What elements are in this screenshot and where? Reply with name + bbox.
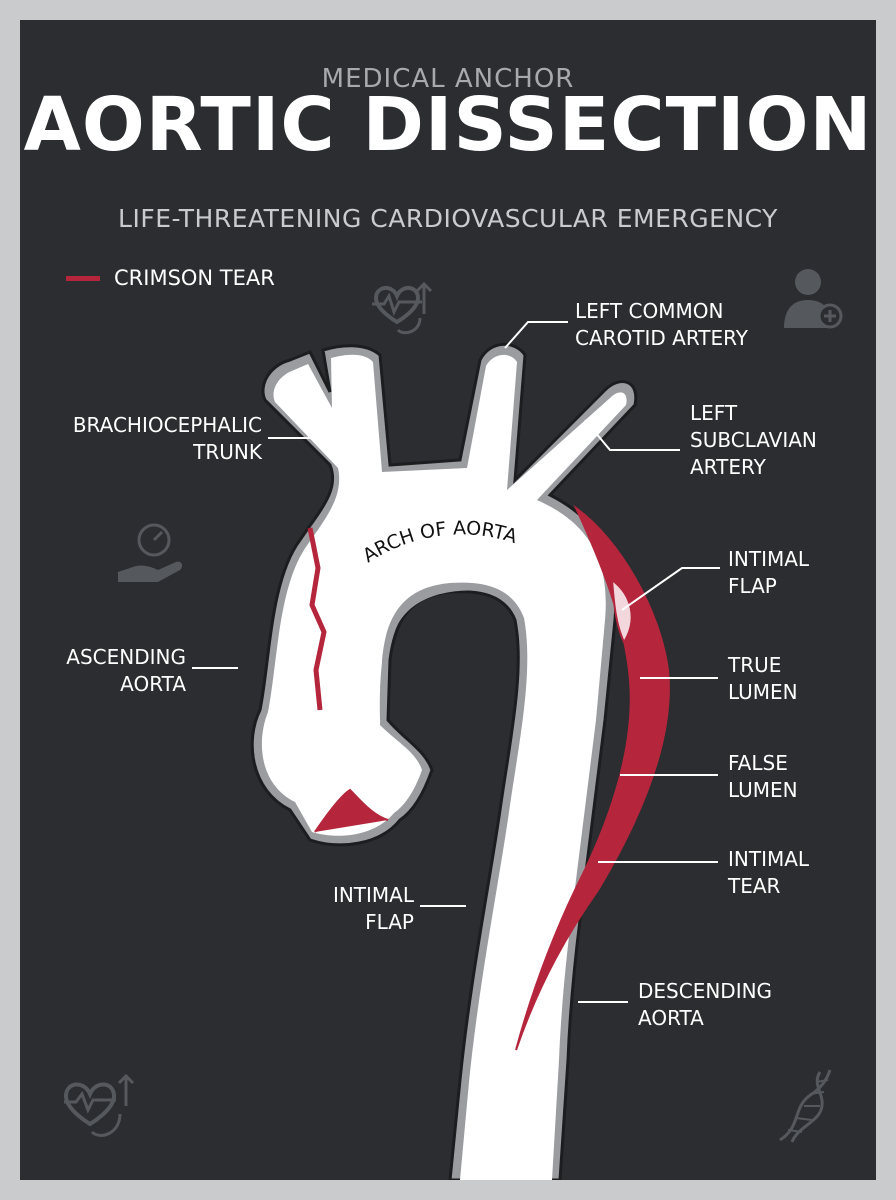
gauge-hand-icon [118, 523, 183, 582]
page-subtitle: LIFE-THREATENING CARDIOVASCULAR EMERGENC… [118, 204, 778, 233]
label-intimal-flap-left: INTIMAL FLAP [332, 883, 414, 934]
false-lumen [515, 504, 670, 1051]
page-title: AORTIC DISSECTION [23, 82, 873, 168]
label-intimal-tear: INTIMAL TEAR [728, 847, 810, 898]
leader-left-common-carotid [504, 321, 568, 349]
intimal-flap-bulge [610, 577, 633, 645]
aorta-diagram: ARCH OF AORTA [192, 321, 720, 1180]
leader-lines [192, 321, 720, 1003]
doctor-icon [784, 269, 843, 329]
leader-intimal-flap-right [621, 567, 720, 611]
legend-label: CRIMSON TEAR [114, 266, 275, 290]
label-true-lumen: TRUE LUMEN [728, 653, 798, 704]
heart-stethoscope-icon [63, 1073, 135, 1137]
legend-swatch [66, 275, 100, 281]
label-left-common-carotid: LEFT COMMON CAROTID ARTERY [575, 299, 748, 350]
label-ascending-aorta: ASCENDING AORTA [66, 645, 186, 696]
aorta-body [261, 354, 627, 1180]
label-intimal-flap-right: INTIMAL FLAP [728, 547, 810, 598]
ascending-tear [307, 527, 327, 711]
leader-left-subclavian [584, 419, 680, 451]
dna-icon [779, 1069, 832, 1143]
root-tear [314, 788, 389, 833]
kicker-text: MEDICAL ANCHOR [321, 64, 575, 94]
label-descending-aorta: DESCENDING AORTA [638, 979, 773, 1030]
aorta-vessel [250, 342, 638, 1180]
label-false-lumen: FALSE LUMEN [728, 751, 798, 802]
label-left-subclavian: LEFT SUBCLAVIAN ARTERY [690, 401, 817, 479]
poster: MEDICAL ANCHOR AORTIC DISSECTION LIFE-TH… [20, 20, 876, 1180]
heart-monitor-icon [372, 281, 433, 335]
label-brachiocephalic: BRACHIOCEPHALIC TRUNK [72, 413, 262, 464]
inner-arch-curve [379, 586, 522, 721]
legend: CRIMSON TEAR [66, 266, 275, 290]
